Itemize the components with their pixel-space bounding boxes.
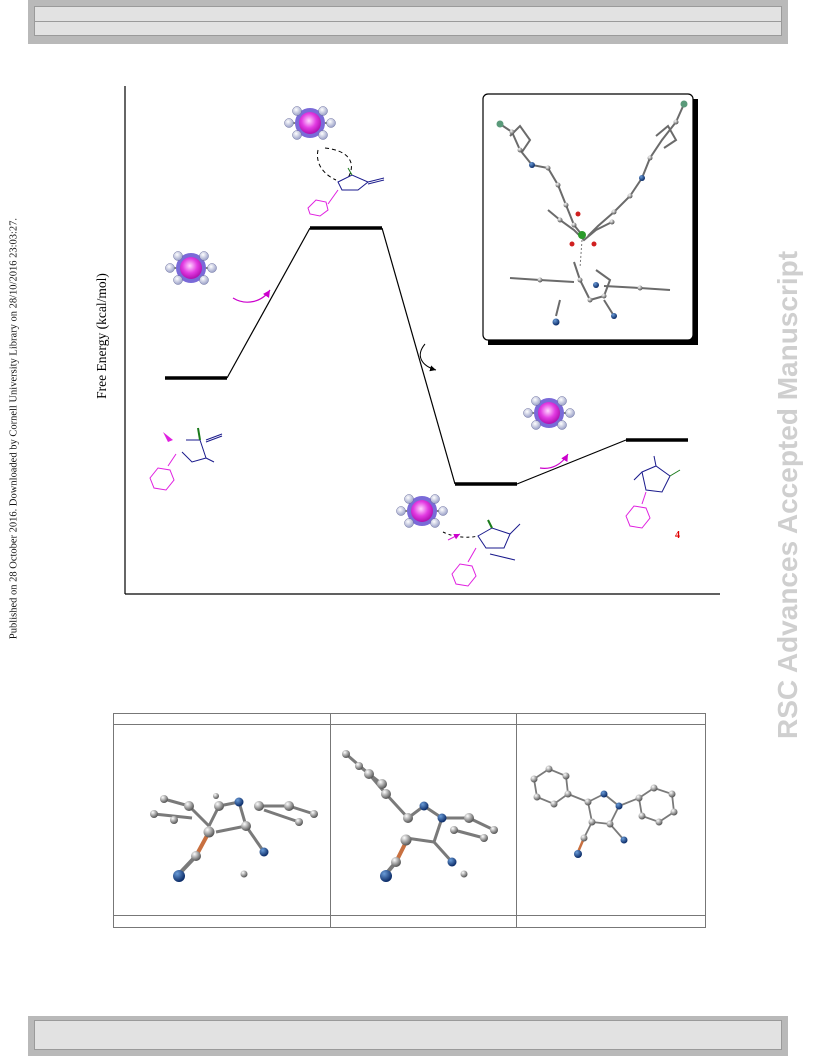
structures-table — [113, 713, 706, 928]
energy-profile — [165, 226, 688, 486]
inset-crystal-structure — [482, 93, 698, 345]
arrow-to-intermediate — [419, 343, 437, 372]
table-footer-row — [114, 915, 705, 928]
catalyst-cluster-product — [523, 396, 575, 430]
ts-structure — [307, 147, 385, 217]
table-column-2 — [330, 714, 517, 927]
footer-frame-bar — [28, 1016, 788, 1056]
header-frame-line — [34, 21, 782, 22]
footer-frame-inner — [34, 1020, 782, 1050]
reactant-structure — [149, 427, 223, 491]
catalyst-cluster-ts — [284, 106, 336, 140]
arrow-to-ts — [232, 289, 271, 303]
header-frame-bar — [28, 0, 788, 44]
structure-model-1 — [150, 793, 318, 882]
structure-model-3 — [530, 765, 678, 858]
catalyst-cluster-intermediate — [396, 494, 448, 528]
arrow-to-product — [539, 453, 569, 469]
product-structure: 4 — [625, 455, 681, 541]
product-compound-number: 4 — [675, 530, 680, 541]
intermediate-structure — [442, 519, 521, 587]
table-header-row — [114, 714, 705, 725]
catalyst-cluster-reactant — [165, 251, 217, 285]
table-column-1 — [114, 714, 331, 927]
structure-models — [150, 750, 678, 882]
structure-model-2 — [342, 750, 498, 882]
